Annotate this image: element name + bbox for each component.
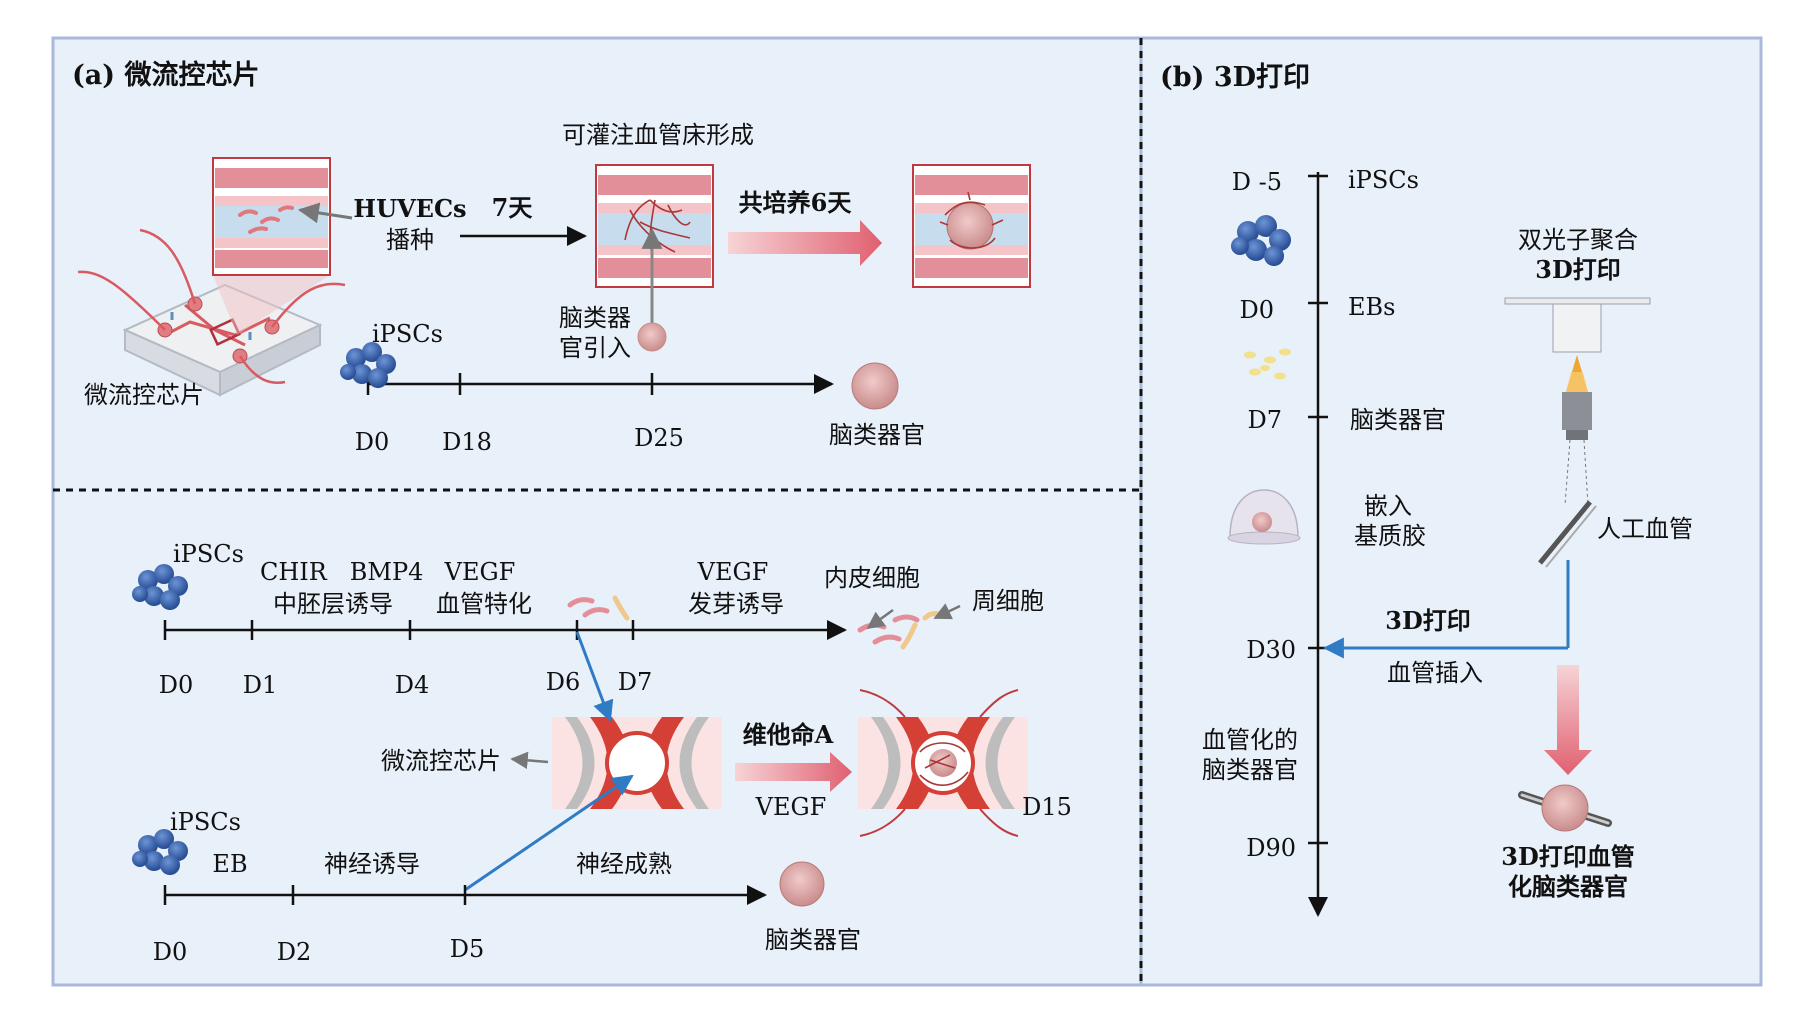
channel-zoom-huvec-box (212, 157, 331, 276)
stage2-name: 血管特化 (436, 590, 532, 618)
ipscs-label-row2: iPSCs (170, 808, 241, 836)
printed-vascularized-organoid-icon (1518, 784, 1612, 832)
result-line2: 化脑类器官 (1508, 872, 1628, 901)
small-organoid-icon (637, 322, 667, 352)
tick-d25-top: D25 (634, 424, 684, 452)
two-photon-line1: 双光子聚合 (1518, 226, 1638, 254)
timeline-b-label-3: 脑类器官 (1350, 406, 1446, 434)
result-line1: 3D打印血管 (1501, 842, 1635, 871)
stage1-name: 中胚层诱导 (273, 590, 393, 618)
timeline-b-label-2: EBs (1348, 293, 1396, 321)
two-photon-line2: 3D打印 (1535, 255, 1621, 284)
embed-line1: 嵌入 (1364, 492, 1412, 520)
endothelial-label: 内皮细胞 (824, 564, 920, 592)
panel-b-title: (b) 3D打印 (1160, 62, 1311, 93)
seeding-label: 播种 (386, 226, 434, 254)
organoid-intro-line1: 脑类器 (559, 304, 631, 332)
organoid-intro-line2: 官引入 (559, 334, 631, 362)
ebs-icon (1244, 348, 1291, 380)
chip-label-top: 微流控芯片 (84, 381, 204, 409)
vascular-bed-box (595, 164, 714, 288)
stage3-factor: VEGF (697, 558, 769, 586)
d15-label: D15 (1022, 793, 1072, 821)
coculture-label: 共培养6天 (738, 188, 852, 217)
coculture-arrow (728, 220, 882, 266)
timeline-b-day-5: D90 (1246, 834, 1296, 862)
ipscs-label-top: iPSCs (372, 320, 443, 348)
print-label: 3D打印 (1385, 606, 1471, 635)
tick-d0-row1: D0 (158, 671, 194, 699)
vascularized-line1: 血管化的 (1202, 726, 1298, 754)
tick-d1-row1: D1 (242, 671, 278, 699)
chip-cross-section-vascularized (858, 689, 1028, 837)
vascularized-organoid-box (912, 164, 1031, 288)
days7-label: 7天 (491, 193, 533, 222)
pericyte-label: 周细胞 (972, 587, 1044, 615)
two-photon-printer-icon (1504, 297, 1651, 568)
timeline-b-day-3: D7 (1247, 406, 1282, 434)
brain-organoid-icon (851, 362, 899, 410)
insert-label: 血管插入 (1387, 659, 1483, 687)
ipscs-label-row1: iPSCs (173, 540, 244, 568)
vascularized-line2: 脑类器官 (1202, 756, 1298, 784)
timeline-b-day-2: D0 (1239, 296, 1274, 324)
tick-d2-row2: D2 (276, 938, 312, 966)
ipscs-cluster-icon-row2 (132, 829, 188, 875)
endothelial-pointer (866, 608, 894, 630)
timeline-b-day-1: D -5 (1231, 168, 1282, 196)
neural-maturation-label: 神经成熟 (576, 850, 672, 878)
tick-d0-top: D0 (354, 428, 390, 456)
tick-d18-top: D18 (442, 428, 492, 456)
organoid-to-chip-arrow (464, 774, 634, 892)
matrigel-dome-icon (1227, 489, 1301, 545)
embed-line2: 基质胶 (1354, 522, 1426, 550)
panel-a-title: (a) 微流控芯片 (72, 60, 260, 91)
artificial-vessel-label: 人工血管 (1597, 515, 1693, 543)
neural-induction-label: 神经诱导 (324, 850, 420, 878)
zoom-projection (213, 275, 330, 335)
brain-organoid-icon-row2 (779, 861, 825, 907)
organoid-end-label-row2: 脑类器官 (765, 926, 861, 954)
huvecs-label: HUVECs (353, 194, 467, 223)
vitamin-a-label: 维他命A (742, 720, 834, 749)
tick-d6-row1: D6 (545, 668, 581, 696)
tick-d7-row1: D7 (617, 668, 653, 696)
eb-label: EB (212, 850, 248, 878)
chip-label-pointer (510, 751, 549, 770)
organoid-end-label-top: 脑类器官 (829, 421, 925, 449)
chip-cross-section-empty (552, 717, 722, 809)
tick-d5-row2: D5 (449, 935, 485, 963)
huvec-pointer-arrow (297, 202, 353, 224)
ipscs-cluster-icon-b (1231, 215, 1291, 266)
stage2-factor: VEGF (444, 558, 516, 586)
vascular-bed-label: 可灌注血管床形成 (562, 121, 754, 149)
chip-label-bottom: 微流控芯片 (381, 747, 501, 775)
vascular-cells-to-chip-arrow (575, 631, 614, 722)
tick-d4-row1: D4 (394, 671, 430, 699)
endothelial-cells-icon (567, 595, 630, 621)
stage1-factors: CHIR BMP4 (260, 558, 424, 586)
printed-result-arrow (1544, 665, 1592, 775)
timeline-b-label-1: iPSCs (1348, 166, 1419, 194)
timeline-b-day-4: D30 (1246, 636, 1296, 664)
stage3-name: 发芽诱导 (688, 590, 784, 618)
tick-d0-row2: D0 (152, 938, 188, 966)
pericyte-pointer (933, 603, 961, 620)
ipscs-cluster-icon-row1 (132, 564, 188, 610)
vitamin-a-arrow (735, 752, 852, 792)
vegf-label-bottom: VEGF (755, 793, 827, 821)
ipscs-cluster-icon (340, 342, 396, 388)
